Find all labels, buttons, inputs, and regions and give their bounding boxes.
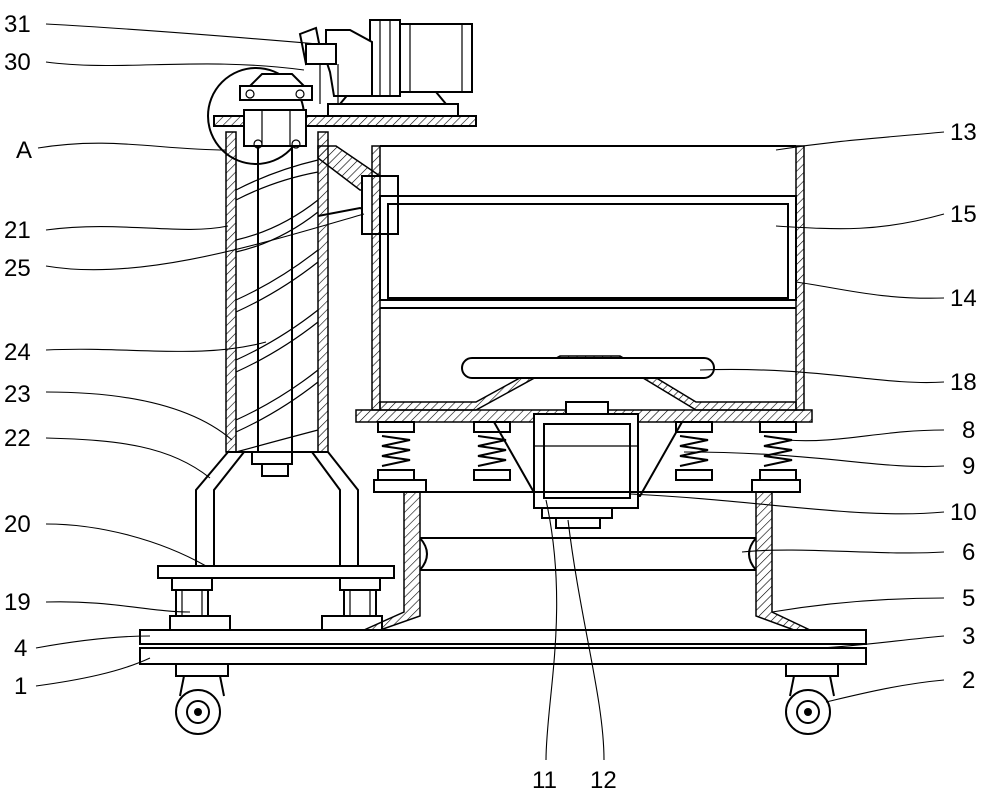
label-24: 24 (4, 339, 31, 366)
conveyor-tube (225, 131, 329, 477)
label-11: 11 (532, 767, 557, 794)
left-caster-wheel (175, 663, 229, 735)
label-1: 1 (14, 673, 27, 700)
label-12: 12 (590, 767, 617, 794)
column-legs (195, 451, 359, 566)
label-2: 2 (962, 667, 975, 694)
label-10: 10 (950, 499, 977, 526)
label-a: A (16, 137, 32, 164)
label-21: 21 (4, 217, 31, 244)
left-support-plate (157, 565, 395, 631)
screw-shaft (235, 139, 319, 453)
bearing-block (207, 67, 313, 165)
lower-frame (363, 479, 811, 631)
label-23: 23 (4, 381, 31, 408)
label-3: 3 (962, 623, 975, 650)
label-20: 20 (4, 511, 31, 538)
base-frame (139, 629, 867, 665)
label-6: 6 (962, 539, 975, 566)
label-18: 18 (950, 369, 977, 396)
leader-lines (35, 23, 945, 761)
right-caster-wheel (785, 663, 839, 735)
label-8: 8 (962, 417, 975, 444)
label-4: 4 (14, 635, 27, 662)
label-22: 22 (4, 425, 31, 452)
label-31: 31 (4, 11, 31, 38)
screening-box (371, 145, 805, 411)
label-25: 25 (4, 255, 31, 282)
label-15: 15 (950, 201, 977, 228)
label-13: 13 (950, 119, 977, 146)
discharge-chute (317, 145, 399, 235)
label-9: 9 (962, 453, 975, 480)
part-labels: 31 30 A 21 25 24 23 22 20 19 4 1 13 15 1… (4, 11, 977, 794)
label-5: 5 (962, 585, 975, 612)
label-19: 19 (4, 589, 31, 616)
motor-assembly (298, 19, 473, 117)
label-30: 30 (4, 49, 31, 76)
label-14: 14 (950, 285, 977, 312)
